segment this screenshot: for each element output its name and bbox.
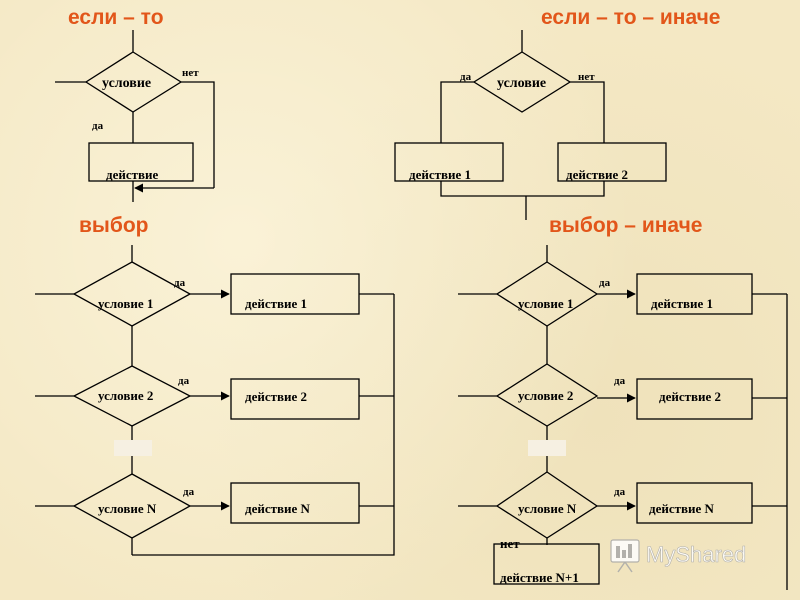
if-then-else-title: если – то – иначе	[541, 6, 720, 29]
ce-else-action-label: действие N+1	[500, 570, 579, 585]
watermark-text: MyShared	[646, 542, 746, 567]
choice-ellipsis-gap	[114, 440, 152, 456]
watermark: MyShared	[610, 539, 747, 573]
choice-action-1-label: действие 1	[245, 296, 307, 311]
choice-yes-label-n: да	[183, 486, 195, 498]
ce-action-n-box	[636, 482, 753, 524]
choice-action-n-label: действие N	[245, 501, 311, 516]
if-then-no-label: нет	[182, 67, 199, 79]
ite-merge-line	[440, 181, 605, 197]
choice-yes-label-1: да	[174, 277, 186, 289]
choice-merge-line	[132, 294, 395, 556]
ite-action-2-label: действие 2	[566, 167, 628, 182]
ce-condition-2-label: условие 2	[518, 388, 573, 403]
ce-ellipsis-gap	[528, 440, 566, 456]
choice-else-diagram: выбор – иначе условие 1 да действие 1 ус…	[458, 214, 788, 590]
ce-action-2-box	[636, 378, 753, 420]
choice-yes-label-2: да	[178, 375, 190, 387]
if-then-title: если – то	[68, 6, 164, 29]
ce-condition-n-label: условие N	[518, 501, 577, 516]
ite-action-1-box	[394, 142, 504, 182]
ce-action-n-label: действие N	[649, 501, 715, 516]
ce-action-2-label: действие 2	[659, 389, 721, 404]
choice-title: выбор	[79, 214, 148, 237]
choice-else-title: выбор – иначе	[549, 214, 702, 237]
ite-yes-label: да	[460, 71, 472, 83]
choice-condition-1-diamond	[72, 261, 192, 327]
ce-yes-label-n: да	[614, 486, 626, 498]
ce-action-1-label: действие 1	[651, 296, 713, 311]
presentation-logo-icon	[610, 539, 640, 573]
choice-action-2-box	[230, 378, 360, 420]
ite-yes-branch	[440, 81, 474, 143]
ce-yes-label-2: да	[614, 375, 626, 387]
ite-action-2-box	[557, 142, 667, 182]
ce-yes-label-1: да	[599, 277, 611, 289]
if-then-condition-label: условие	[102, 76, 151, 91]
if-then-else-diagram: если – то – иначе условие да нет действи…	[394, 6, 720, 220]
ce-else-action-box	[493, 543, 600, 585]
if-then-yes-label: да	[92, 120, 104, 132]
ce-condition-1-diamond	[495, 261, 599, 327]
if-then-action-box	[88, 142, 194, 182]
if-then-no-branch	[181, 81, 215, 188]
choice-condition-2-label: условие 2	[98, 388, 153, 403]
choice-diagram: выбор условие 1 да действие 1 условие 2 …	[35, 214, 395, 556]
choice-condition-n-label: условие N	[98, 501, 157, 516]
choice-condition-1-label: условие 1	[98, 296, 153, 311]
ite-no-branch	[570, 81, 605, 143]
if-then-action-label: действие	[106, 167, 159, 182]
if-then-diagram: если – то условие нет да действие	[55, 6, 215, 202]
ite-no-label: нет	[578, 71, 595, 83]
ite-condition-diamond	[472, 51, 572, 113]
choice-action-n-box	[230, 482, 360, 524]
ite-condition-label: условие	[497, 76, 546, 91]
ite-action-1-label: действие 1	[409, 167, 471, 182]
choice-action-2-label: действие 2	[245, 389, 307, 404]
ce-condition-1-label: условие 1	[518, 296, 573, 311]
